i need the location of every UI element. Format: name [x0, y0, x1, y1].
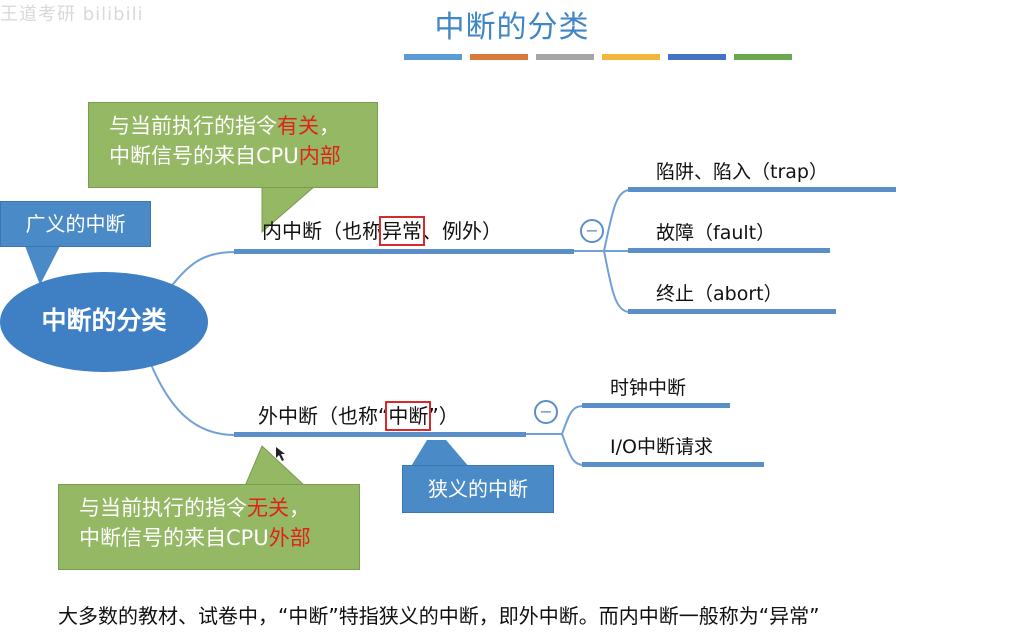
color-bar-3	[536, 54, 594, 60]
leaf-line-abort	[628, 309, 836, 314]
external-callout-tail	[244, 445, 307, 487]
connector-root-internal	[169, 251, 236, 289]
color-bar-2	[470, 54, 528, 60]
leaf-abort[interactable]: 终止（abort）	[656, 283, 783, 305]
root-node-shape	[0, 272, 208, 372]
broad-callout-tail	[25, 246, 60, 285]
leaf-trap[interactable]: 陷阱、陷入（trap）	[656, 161, 828, 183]
leaf-line-fault	[628, 248, 830, 253]
leaf-line-io	[582, 462, 764, 467]
mouse-cursor-icon	[276, 447, 285, 461]
external-note-highlight: 无关	[247, 496, 289, 520]
color-bar-6	[734, 54, 792, 60]
collapse-internal-icon[interactable]: −	[580, 219, 604, 243]
root-node[interactable]: 中断的分类	[41, 306, 167, 335]
external-note-line2: 中断信号的来自CPU外部	[79, 526, 311, 550]
internal-branch-line	[234, 249, 574, 254]
interrupt-highlight-box: 中断	[385, 401, 432, 431]
collapse-external-icon[interactable]: −	[534, 400, 558, 424]
footer-note: 大多数的教材、试卷中，“中断”特指狭义的中断，即外中断。而内中断一般称为“异常”	[58, 604, 820, 628]
broad-interrupt-callout: 广义的中断	[0, 201, 151, 247]
color-bar-1	[404, 54, 462, 60]
exception-highlight-box: 异常	[379, 216, 425, 246]
page-title: 中断的分类	[434, 10, 590, 45]
internal-note-highlight: 有关	[277, 114, 319, 138]
leaf-line-clock	[582, 403, 730, 408]
internal-interrupt-node[interactable]: 内中断（也称异常、例外）	[262, 216, 502, 246]
external-branch-line	[234, 432, 526, 437]
color-bar-4	[602, 54, 660, 60]
title-color-bars	[404, 54, 792, 60]
watermark: 王道考研 bilibili	[0, 4, 144, 25]
color-bar-5	[668, 54, 726, 60]
external-note-line1: 与当前执行的指令无关，	[79, 496, 310, 520]
external-interrupt-node[interactable]: 外中断（也称“中断”）	[258, 401, 459, 431]
narrow-callout-tail	[410, 440, 470, 468]
leaf-io-interrupt-request[interactable]: I/O中断请求	[610, 436, 713, 458]
internal-note-line1: 与当前执行的指令有关，	[109, 114, 340, 138]
narrow-interrupt-callout: 狭义的中断	[402, 465, 554, 513]
leaf-fault[interactable]: 故障（fault）	[656, 222, 776, 244]
internal-interrupt-note: 与当前执行的指令有关， 中断信号的来自CPU内部	[88, 102, 378, 188]
external-interrupt-note: 与当前执行的指令无关， 中断信号的来自CPU外部	[58, 484, 360, 570]
connector-root-external	[149, 361, 236, 436]
leaf-clock-interrupt[interactable]: 时钟中断	[610, 377, 687, 399]
leaf-line-trap	[628, 187, 896, 192]
external-note-highlight-2: 外部	[268, 526, 311, 550]
internal-note-line2: 中断信号的来自CPU内部	[109, 144, 341, 168]
internal-note-highlight-2: 内部	[298, 144, 341, 168]
